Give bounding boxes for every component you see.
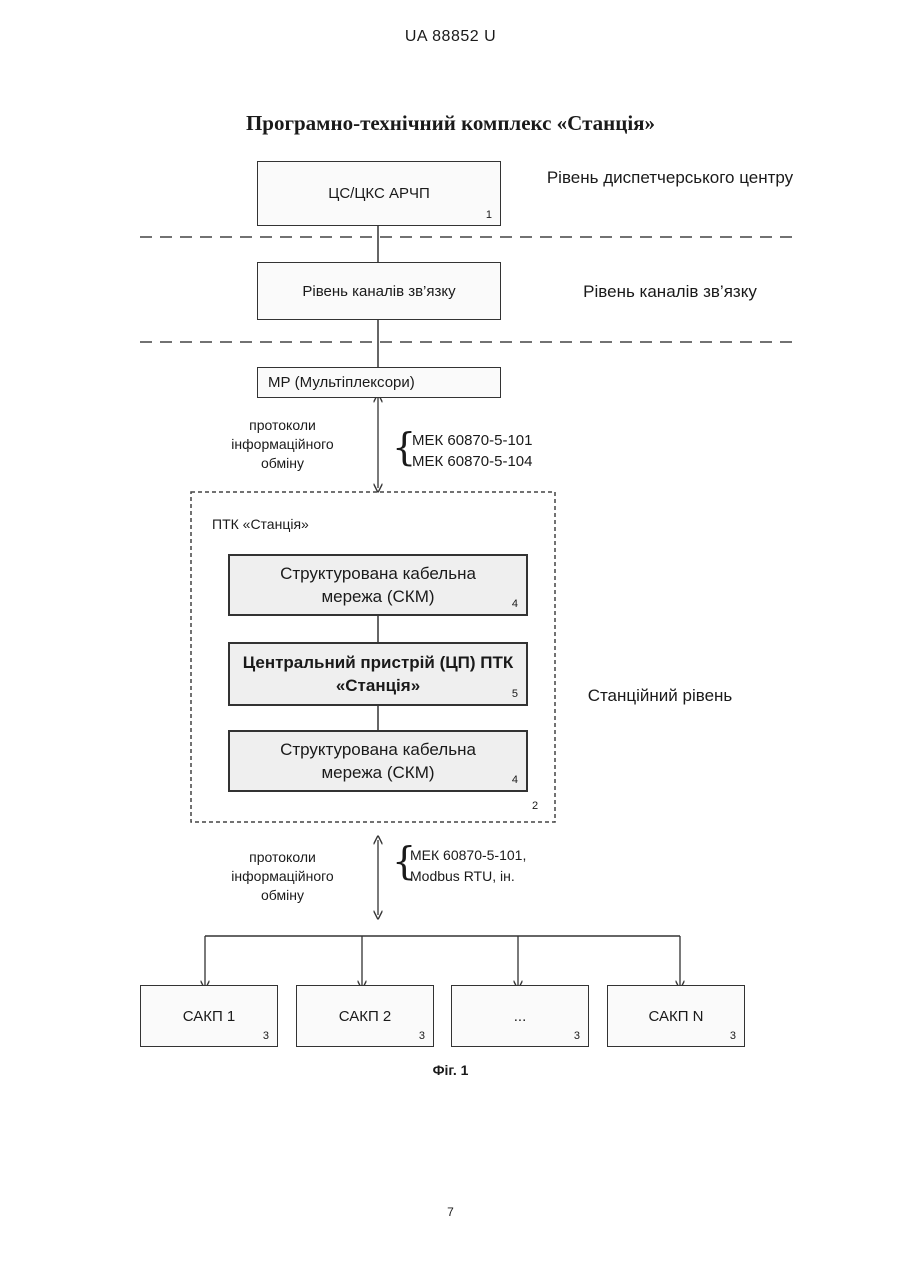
ptk-label: ПТК «Станція»	[212, 516, 309, 532]
sakp-number-4: 3	[730, 1030, 736, 1042]
scm-bottom-number: 4	[512, 774, 518, 786]
protocols-top-list: МЕК 60870-5-101 МЕК 60870-5-104	[412, 430, 532, 472]
figure-caption: Фіг. 1	[0, 1062, 901, 1078]
protocols-bottom-label: протоколи інформаційного обміну	[210, 848, 355, 905]
multiplexers-box: МР (Мультіплексори)	[257, 367, 501, 398]
sakp-box-4: САКП N 3	[607, 985, 745, 1047]
sakp-label-3: ...	[514, 1006, 527, 1027]
central-device-label: Центральний пристрій (ЦП) ПТК «Станція»	[238, 651, 518, 697]
sakp-number-3: 3	[574, 1030, 580, 1042]
sakp-number-1: 3	[263, 1030, 269, 1042]
scm-top-number: 4	[512, 598, 518, 610]
scm-bottom-box: Структурована кабельна мережа (СКМ) 4	[228, 730, 528, 792]
sakp-label-1: САКП 1	[183, 1006, 236, 1027]
ptk-number: 2	[532, 800, 538, 812]
protocol-bottom-item-1: МЕК 60870-5-101,	[410, 845, 526, 866]
sakp-label-2: САКП 2	[339, 1006, 392, 1027]
dispatch-system-label: ЦС/ЦКС АРЧП	[328, 183, 430, 204]
page-number: 7	[0, 1205, 901, 1219]
central-device-number: 5	[512, 688, 518, 700]
channel-level-box: Рівень каналів зв’язку	[257, 262, 501, 320]
dispatch-system-box: ЦС/ЦКС АРЧП 1	[257, 161, 501, 226]
multiplexers-label: МР (Мультіплексори)	[268, 372, 415, 393]
sakp-number-2: 3	[419, 1030, 425, 1042]
protocol-bottom-item-2: Modbus RTU, ін.	[410, 866, 526, 887]
protocols-bottom-list: МЕК 60870-5-101, Modbus RTU, ін.	[410, 845, 526, 887]
protocol-top-item-2: МЕК 60870-5-104	[412, 451, 532, 472]
sakp-box-1: САКП 1 3	[140, 985, 278, 1047]
sakp-label-4: САКП N	[648, 1006, 703, 1027]
scm-top-label: Структурована кабельна мережа (СКМ)	[248, 562, 508, 608]
dispatch-system-number: 1	[486, 209, 492, 221]
central-device-box: Центральний пристрій (ЦП) ПТК «Станція» …	[228, 642, 528, 706]
level-label-channel: Рівень каналів зв’язку	[545, 280, 795, 304]
scm-bottom-label: Структурована кабельна мережа (СКМ)	[248, 738, 508, 784]
scm-top-box: Структурована кабельна мережа (СКМ) 4	[228, 554, 528, 616]
protocol-top-item-1: МЕК 60870-5-101	[412, 430, 532, 451]
level-label-station: Станційний рівень	[560, 684, 760, 708]
level-label-dispatch: Рівень диспетчерського центру	[545, 166, 795, 190]
protocols-top-label: протоколи інформаційного обміну	[210, 416, 355, 473]
sakp-box-3: ... 3	[451, 985, 589, 1047]
channel-level-label: Рівень каналів зв’язку	[302, 281, 455, 302]
sakp-box-2: САКП 2 3	[296, 985, 434, 1047]
